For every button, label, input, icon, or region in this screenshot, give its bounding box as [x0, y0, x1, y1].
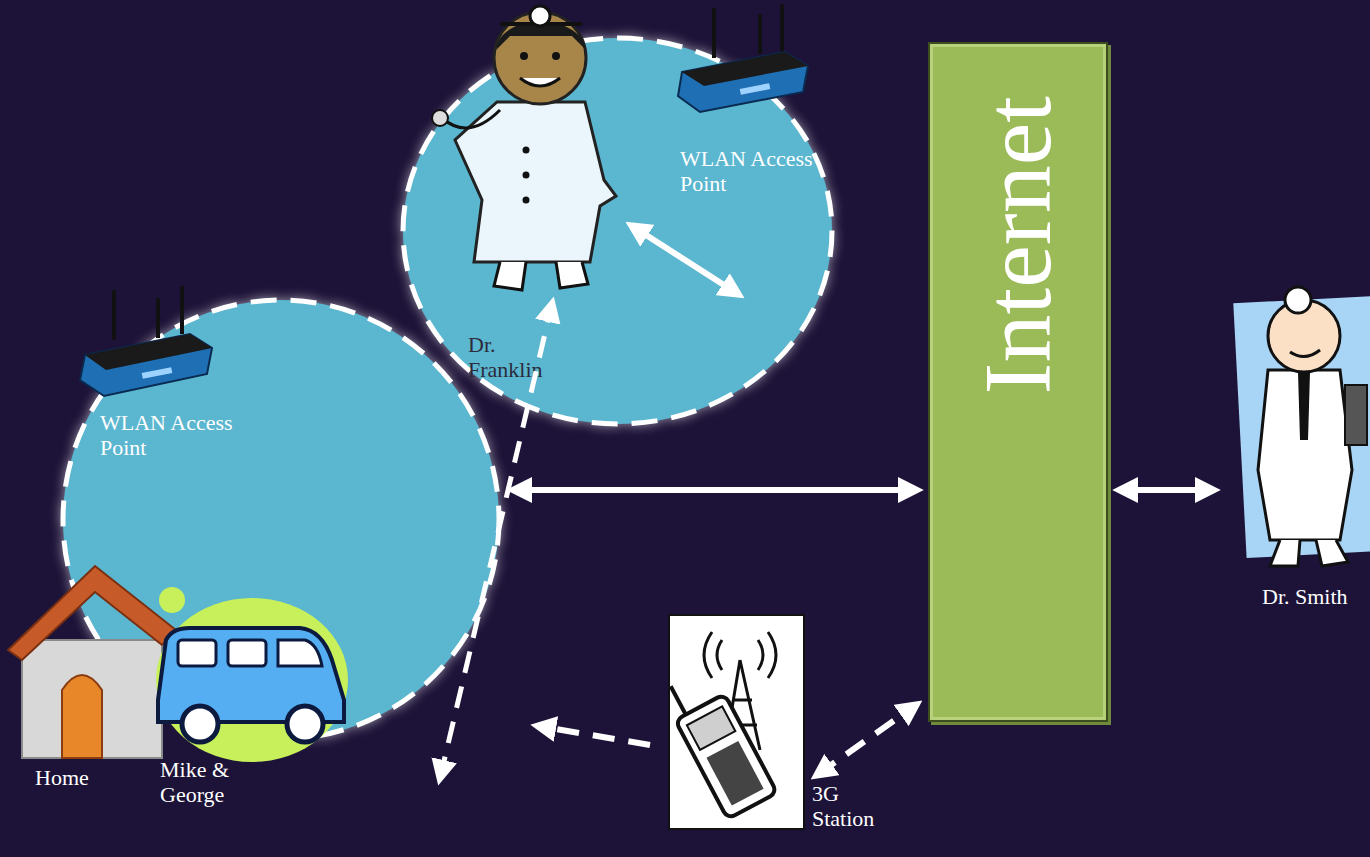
router-antenna [780, 4, 784, 52]
head-mirror [530, 6, 550, 26]
circle-outline [403, 38, 832, 424]
figure-backdrop [1233, 296, 1370, 558]
doctor-coat [1258, 370, 1352, 540]
caption-label: Mike & George [160, 758, 250, 807]
router-antenna [758, 14, 762, 54]
network-cloud-box: Internet [928, 42, 1108, 722]
clipboard [1345, 385, 1367, 445]
doctor-leg [1316, 540, 1348, 566]
vertical-title: Internet [970, 96, 1066, 395]
link-connector [1120, 487, 1213, 493]
house-door [62, 675, 102, 758]
circle-outline [63, 300, 499, 739]
head-mirror [1285, 287, 1311, 313]
router-antenna [156, 298, 160, 338]
link-connector [514, 487, 916, 493]
doctor-smile [1290, 350, 1320, 357]
link-arrow [538, 726, 650, 745]
circle-outline [400, 35, 835, 427]
node-label: 3G Station [812, 782, 902, 831]
doctor-leg [1270, 540, 1300, 566]
head-band [500, 22, 582, 26]
router-antenna [112, 290, 116, 340]
doctor-head [1268, 300, 1340, 372]
circle-outline [60, 297, 502, 742]
base-station: 3G Station [668, 614, 805, 830]
doctor-tie [1298, 372, 1310, 440]
router-antenna [712, 8, 716, 58]
caption-label: Home [35, 766, 125, 791]
doctor-figure [1233, 287, 1370, 566]
node-label: WLAN Access Point [100, 411, 260, 460]
link-connector [817, 705, 916, 775]
coverage-circle: WLAN Access PointDr. Franklin [400, 35, 835, 427]
doctor-node: Dr. Smith [1225, 300, 1370, 630]
node-label: Dr. Smith [1262, 585, 1352, 610]
node-label: WLAN Access Point [680, 147, 840, 196]
node-label: Dr. Franklin [468, 333, 558, 382]
coverage-circle: WLAN Access Point [60, 297, 502, 742]
